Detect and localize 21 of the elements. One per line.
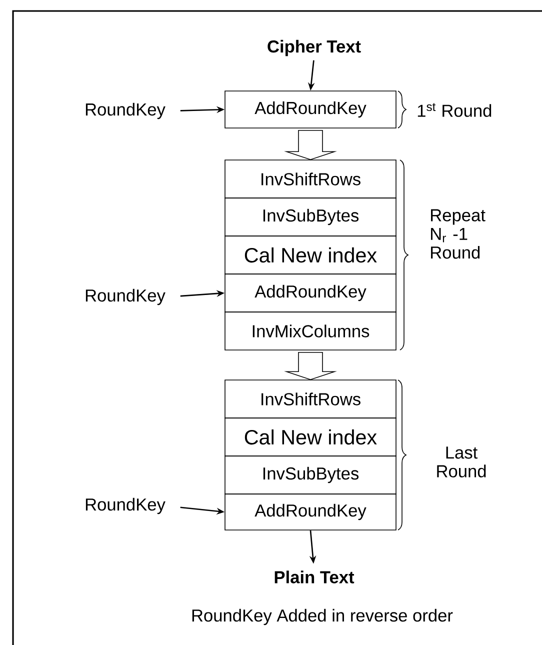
step-box: AddRoundKey — [224, 90, 396, 128]
input-label: RoundKey — [86, 498, 166, 514]
step-box: Cal New index — [224, 418, 396, 456]
step-box: Cal New index — [224, 236, 396, 274]
step-box: InvShiftRows — [224, 160, 396, 198]
step-box: InvSubBytes — [224, 198, 396, 236]
step-box: InvMixColumns — [224, 312, 396, 350]
input-label: RoundKey — [86, 102, 166, 120]
arrow — [284, 130, 337, 160]
step-box: InvShiftRows — [224, 380, 396, 418]
round-label: Repeat N$_{r}$ -1 Round — [431, 209, 486, 259]
round-label: Last Round — [437, 446, 486, 478]
io-label: Plain Text — [274, 570, 354, 584]
io-label: Cipher Text — [268, 40, 361, 56]
round-label: 1$^{st}$ Round — [418, 103, 492, 117]
step-box: InvSubBytes — [224, 456, 396, 494]
note-text: RoundKey Added in reverse order — [192, 608, 453, 626]
step-box: AddRoundKey — [224, 274, 396, 312]
step-box: AddRoundKey — [224, 494, 396, 530]
input-label: RoundKey — [86, 288, 166, 306]
arrow — [284, 352, 337, 380]
